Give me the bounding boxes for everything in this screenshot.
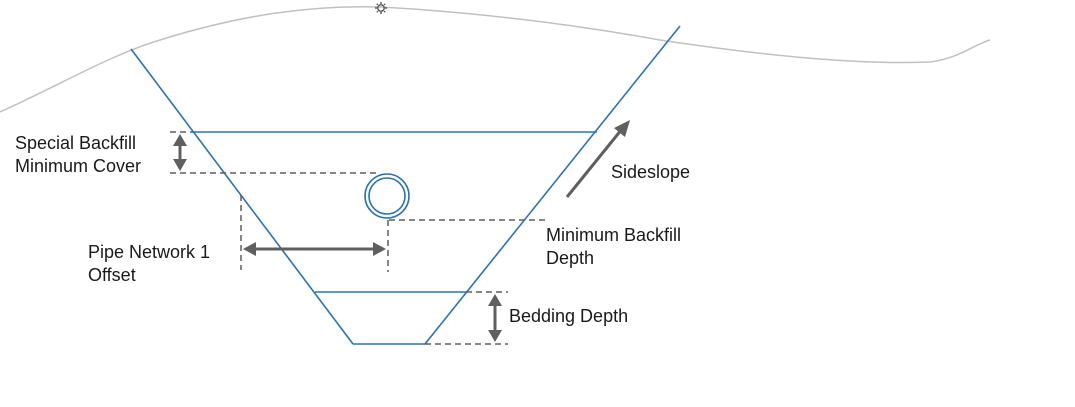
offset-double-arrow [243,242,386,256]
sideslope-arrow [565,120,630,198]
ground-line [0,6,991,113]
ground-marker-icon [375,2,387,14]
trench-left-wall [130,48,354,345]
special-backfill-label: Special Backfill Minimum Cover [15,132,141,178]
sideslope-label: Sideslope [611,161,690,184]
pipe-offset-line2: Offset [88,265,136,285]
min-backfill-line2: Depth [546,248,595,268]
min-backfill-label: Minimum Backfill Depth [546,224,681,270]
bedding-double-arrow [488,294,502,342]
pipe-offset-label: Pipe Network 1 Offset [88,241,210,287]
special-backfill-line2: Minimum Cover [15,156,142,176]
bedding-depth-line1: Bedding Depth [509,306,629,326]
special-backfill-line1: Special Backfill [15,133,137,153]
pipe-icon [364,173,410,219]
min-backfill-line1: Minimum Backfill [546,225,682,245]
trench-right-wall [424,25,681,345]
special-backfill-double-arrow [173,134,187,171]
sideslope-line1: Sideslope [611,162,691,182]
pipe-offset-line1: Pipe Network 1 [88,242,211,262]
bedding-depth-label: Bedding Depth [509,305,628,328]
